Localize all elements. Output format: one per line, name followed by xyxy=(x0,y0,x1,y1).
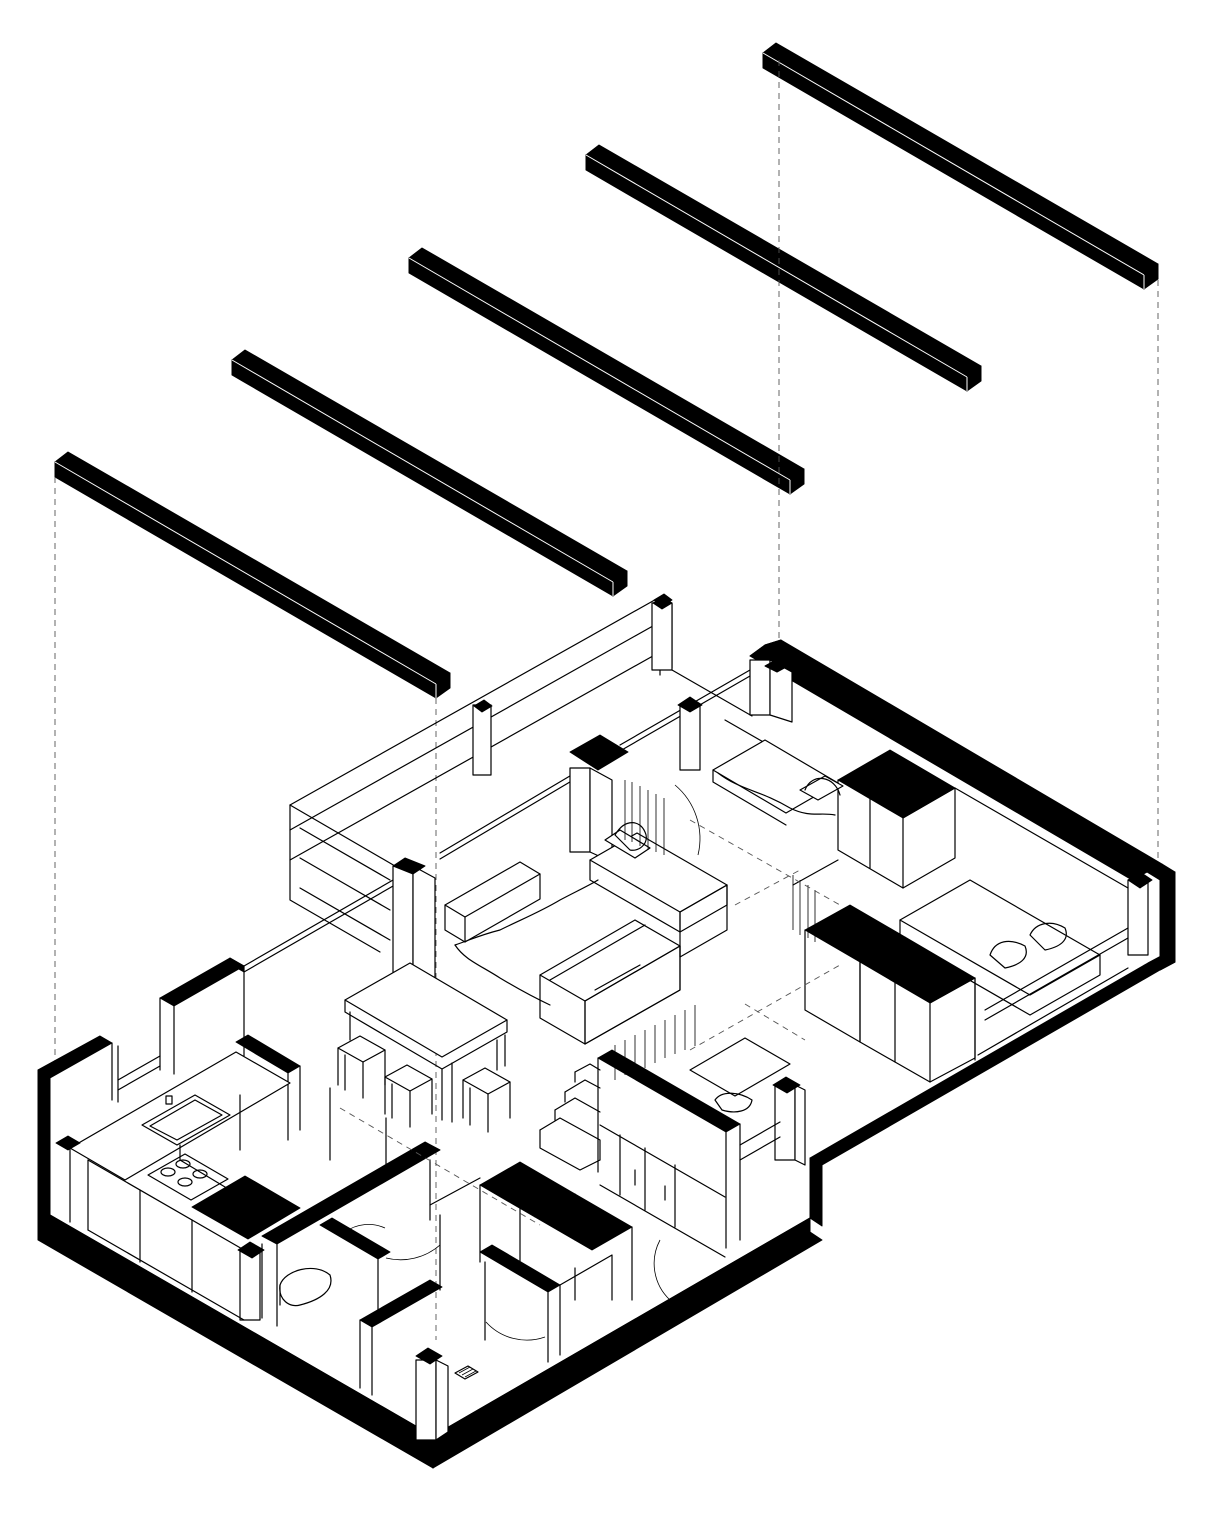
column-e xyxy=(1127,871,1153,956)
column-d xyxy=(749,659,793,723)
rug xyxy=(454,879,599,1006)
interior-walls xyxy=(191,719,1129,1396)
door-swings xyxy=(344,784,701,1341)
roof-beam-1 xyxy=(54,451,451,699)
kitchen xyxy=(55,1051,291,1321)
stool-1 xyxy=(337,1035,386,1099)
column-h xyxy=(237,1241,265,1321)
room-division-dashes xyxy=(339,819,841,1226)
curtains xyxy=(614,780,816,1080)
column-a xyxy=(392,857,436,991)
columns xyxy=(237,659,1153,1441)
armchair xyxy=(589,822,728,958)
projection-guides xyxy=(54,60,1159,1340)
roof-beam-4 xyxy=(585,144,982,392)
roof-beam-2 xyxy=(231,349,628,597)
exterior-walls xyxy=(37,639,1176,1469)
roof-beam-5 xyxy=(762,42,1159,290)
living-area xyxy=(444,822,728,1045)
kitchen-sink xyxy=(141,1094,231,1146)
dining-table-set xyxy=(337,962,511,1133)
column-c xyxy=(677,696,703,771)
stool-2 xyxy=(384,1064,433,1128)
column-b xyxy=(569,734,629,863)
sofa xyxy=(539,919,681,1045)
roof-beam-3 xyxy=(408,247,805,495)
bedroom-3 xyxy=(689,1037,791,1161)
floor-drain xyxy=(454,1365,479,1380)
kitchen-cooktop xyxy=(147,1153,229,1201)
column-f xyxy=(772,1076,806,1166)
bathroom xyxy=(279,1177,613,1380)
column-g xyxy=(415,1347,449,1441)
roof-beams xyxy=(54,42,1159,699)
stairs xyxy=(539,1063,601,1171)
bedroom-1 xyxy=(712,739,844,826)
built-in-unit xyxy=(599,1124,726,1258)
toilet xyxy=(279,1267,332,1307)
tv-unit xyxy=(444,861,541,943)
bedroom-2 xyxy=(899,879,1129,1021)
stool-3 xyxy=(462,1067,511,1133)
terrace-railing xyxy=(289,593,753,953)
